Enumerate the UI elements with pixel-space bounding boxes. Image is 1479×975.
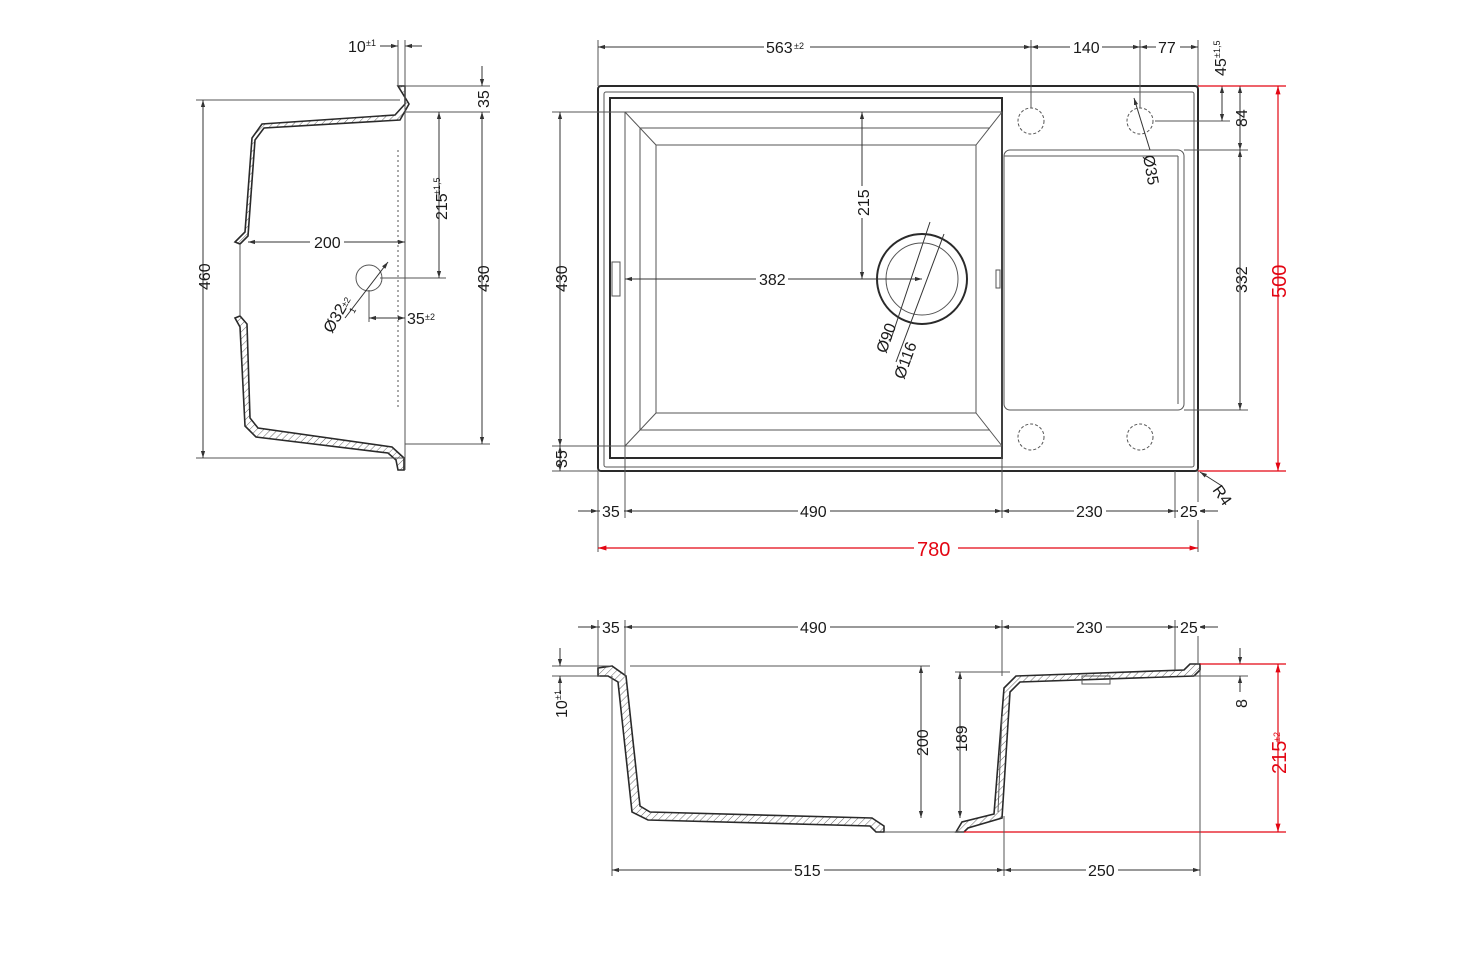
side-view: 10 ±1 35 430 215 ±1,5 460 200 Ø32 ±2 1 bbox=[196, 38, 493, 471]
top-bowl-depth: 430 bbox=[554, 265, 571, 292]
side-rim-height: 35 bbox=[476, 90, 493, 108]
front-cabinet-depth-tol: ±2 bbox=[1272, 732, 1282, 742]
bowl-outer bbox=[609, 97, 1003, 459]
top-drainer-width: 230 bbox=[1076, 504, 1103, 521]
top-view: 563 ±2 140 77 45 ±1,5 84 Ø35 332 500 bbox=[552, 38, 1291, 561]
front-drainer-step: 8 bbox=[1234, 699, 1251, 708]
front-rim-left: 35 bbox=[602, 620, 620, 637]
front-bowl-width: 490 bbox=[800, 620, 827, 637]
bowl-to-outlet-depth: 215 bbox=[856, 189, 873, 216]
overall-depth: 500 bbox=[1269, 265, 1291, 298]
front-bowl-depth: 200 bbox=[915, 729, 932, 756]
tap-hole-front: 45 bbox=[1213, 58, 1230, 76]
top-rim-left: 35 bbox=[602, 504, 620, 521]
front-rim-thickness-tol: ±1 bbox=[553, 690, 563, 700]
overflow-slot bbox=[611, 261, 621, 297]
tap-hole-3 bbox=[1017, 423, 1045, 451]
front-rim-thickness: 10 bbox=[554, 700, 571, 718]
tap-hole-front-tol: ±1,5 bbox=[1212, 41, 1222, 58]
side-bowl-section-lower bbox=[233, 315, 405, 471]
bowl-inner-width: 563 bbox=[766, 40, 793, 57]
overflow-offset: 35 bbox=[407, 311, 425, 328]
side-bowl-section bbox=[233, 85, 410, 245]
side-rim-thickness-tol: ±1 bbox=[366, 38, 376, 48]
drainer-depth: 332 bbox=[1234, 266, 1251, 293]
front-bowl-section bbox=[597, 665, 885, 833]
bowl-to-outlet-width: 382 bbox=[759, 272, 786, 289]
top-front-rim: 35 bbox=[554, 450, 571, 468]
front-drainer-section bbox=[954, 663, 1201, 833]
front-cabinet-depth: 215 bbox=[1269, 741, 1291, 774]
side-outlet-height: 215 bbox=[434, 193, 451, 220]
tap-hole-depth: 84 bbox=[1234, 109, 1251, 127]
overall-width: 780 bbox=[917, 539, 950, 561]
top-bowl-width: 490 bbox=[800, 504, 827, 521]
tap-hole-spacing: 140 bbox=[1073, 40, 1100, 57]
tap-hole-4 bbox=[1126, 423, 1154, 451]
drainer-area bbox=[1003, 149, 1185, 411]
tap-hole-1 bbox=[1017, 107, 1045, 135]
tap-hole-edge: 77 bbox=[1158, 40, 1176, 57]
outlet-diameter: Ø90 bbox=[874, 321, 900, 355]
front-drainer-width: 230 bbox=[1076, 620, 1103, 637]
overflow-offset-tol: ±2 bbox=[425, 312, 435, 322]
bowl-inner-width-tol: ±2 bbox=[794, 41, 804, 51]
tap-hole-diameter: Ø35 bbox=[1139, 154, 1161, 187]
side-outlet-height-tol: ±1,5 bbox=[432, 178, 442, 195]
side-overall-depth: 460 bbox=[197, 263, 214, 290]
top-rim-right: 25 bbox=[1180, 504, 1198, 521]
side-rim-thickness: 10 bbox=[348, 39, 366, 56]
overflow-diameter-tol: ±2 bbox=[339, 295, 353, 309]
side-outlet-offset: 200 bbox=[314, 235, 341, 252]
overflow-diameter-tol-sub: 1 bbox=[347, 306, 358, 315]
front-view: 35 490 230 25 10 ±1 200 189 8 bbox=[552, 618, 1291, 880]
front-drainer-bowl-depth: 189 bbox=[954, 725, 971, 752]
tap-hole-2 bbox=[1126, 107, 1154, 135]
front-drainer-outer-width: 250 bbox=[1088, 863, 1115, 880]
front-bowl-outer-width: 515 bbox=[794, 863, 821, 880]
side-bowl-depth: 430 bbox=[476, 265, 493, 292]
corner-radius: R4 bbox=[1209, 483, 1235, 510]
sink-outline bbox=[597, 85, 1199, 472]
front-rim-right: 25 bbox=[1180, 620, 1198, 637]
